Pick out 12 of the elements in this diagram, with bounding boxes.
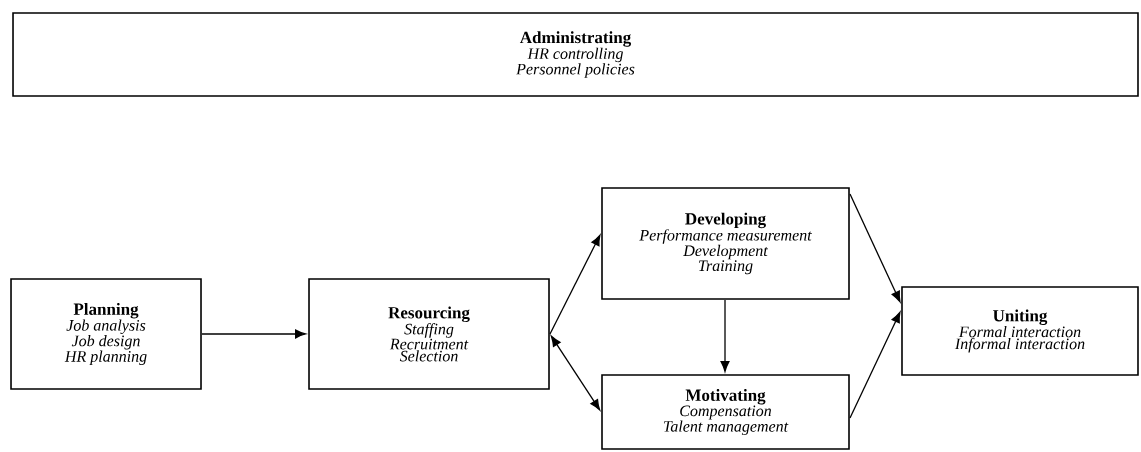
process-box: Resourcing Staffing Recruitment Selection	[308, 278, 550, 390]
process-box: Planning Job analysis Job design HR planning	[10, 278, 202, 390]
arrow	[849, 193, 901, 303]
arrow	[201, 329, 307, 339]
arrow	[720, 299, 730, 373]
process-box: Motivating Compensation Talent management	[601, 374, 850, 450]
arrow	[550, 335, 601, 411]
arrow	[849, 311, 901, 419]
process-box: Developing Performance measurement Development Training	[601, 187, 850, 300]
arrow	[549, 234, 601, 335]
process-box: Administrating HR controlling Personnel policies	[12, 12, 1139, 97]
process-box: Uniting Formal interaction Informal interaction	[901, 286, 1139, 376]
